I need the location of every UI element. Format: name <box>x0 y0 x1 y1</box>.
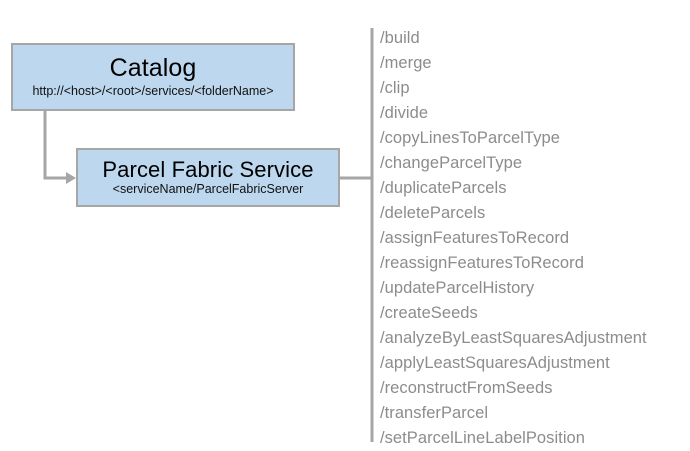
operation-item: /copyLinesToParcelType <box>380 129 560 147</box>
operation-item: /changeParcelType <box>380 154 523 172</box>
operation-item: /build <box>380 29 420 47</box>
operation-item: /assignFeaturesToRecord <box>380 229 570 247</box>
operation-item: /deleteParcels <box>380 204 486 222</box>
parcel-fabric-service-node-title: Parcel Fabric Service <box>102 157 314 183</box>
operations-list: /build /merge /clip /divide /copyLinesTo… <box>380 26 685 451</box>
operation-item: /updateParcelHistory <box>380 279 535 297</box>
operation-item: /createSeeds <box>380 304 478 322</box>
catalog-node: Catalog http://<host>/<root>/services/<f… <box>11 43 295 111</box>
operation-item: /merge <box>380 54 432 72</box>
operation-item: /duplicateParcels <box>380 179 507 197</box>
operation-item: /transferParcel <box>380 404 489 422</box>
operation-item: /applyLeastSquaresAdjustment <box>380 354 610 372</box>
operation-item: /setParcelLineLabelPosition <box>380 429 585 447</box>
operation-item: /divide <box>380 104 429 122</box>
operation-item: /analyzeByLeastSquaresAdjustment <box>380 329 647 347</box>
operation-item: /reassignFeaturesToRecord <box>380 254 584 272</box>
parcel-fabric-service-node: Parcel Fabric Service <serviceName/Parce… <box>76 148 340 207</box>
catalog-node-title: Catalog <box>109 54 197 82</box>
operation-item: /reconstructFromSeeds <box>380 379 553 397</box>
parcel-fabric-service-node-path: <serviceName/ParcelFabricServer <box>112 182 304 197</box>
catalog-to-service-connector <box>43 111 67 180</box>
connector-arrowhead-icon <box>66 172 76 184</box>
operation-item: /clip <box>380 79 410 97</box>
catalog-node-url: http://<host>/<root>/services/<folderNam… <box>32 84 274 99</box>
